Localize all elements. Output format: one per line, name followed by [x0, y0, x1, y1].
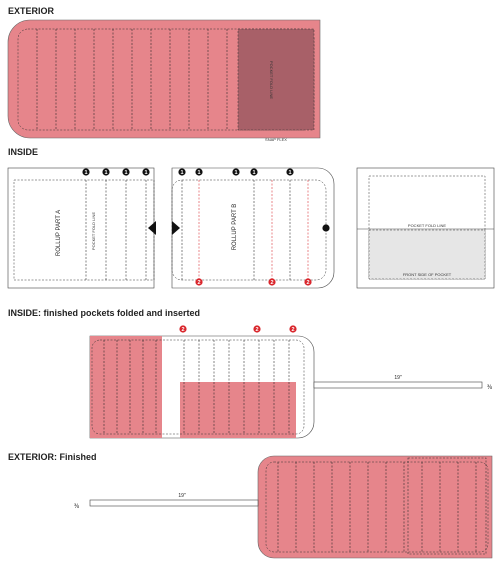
part-b-stitch-lines — [181, 180, 309, 280]
inside-finished-marker-number: 2 — [291, 327, 294, 333]
strap-bottom — [89, 499, 259, 507]
part-b-marker-black-number: 1 — [288, 170, 291, 176]
exterior-finished-pocket-box — [407, 457, 487, 555]
part-b-marker-red-number: 2 — [197, 280, 200, 286]
front-side-of-pocket-label: FRONT SIDE OF POCKET — [403, 272, 452, 277]
exterior-heading: EXTERIOR — [8, 6, 55, 16]
part-a-join-notch — [148, 221, 156, 235]
inside-heading: INSIDE — [8, 147, 38, 157]
snap-flex-label: SNAP FLEX — [265, 137, 287, 142]
exterior-finished-stitch-lines — [277, 462, 477, 552]
part-a-marker-number: 1 — [144, 170, 147, 176]
part-b-markers: 1 1 1 1 1 2 2 2 — [178, 168, 312, 286]
part-b-join-notch — [172, 221, 180, 235]
part-b-marker-black-circle — [232, 168, 240, 176]
inside-finished-assembly: 2 2 2 19" ⅜ — [89, 325, 493, 439]
part-a-marker-number: 1 — [124, 170, 127, 176]
strap-top-length: 19" — [394, 375, 402, 381]
part-b-marker-black-number: 1 — [252, 170, 255, 176]
part-a-outline — [7, 167, 155, 289]
part-b-marker-red-circle — [195, 278, 203, 286]
rollup-part-b: ROLLUP PART B 1 1 1 1 1 2 2 2 — [171, 167, 335, 289]
part-b-marker-red-circle — [268, 278, 276, 286]
exterior-stitch-outline — [17, 28, 315, 131]
part-a-marker-circle — [122, 168, 130, 176]
part-b-outline — [171, 167, 335, 289]
inside-finished-right-pocket — [180, 382, 296, 438]
part-b-marker-red-number: 2 — [270, 280, 273, 286]
part-b-marker-black-number: 1 — [197, 170, 200, 176]
part-a-marker-circle — [82, 168, 90, 176]
exterior-stitch-lines — [36, 29, 228, 130]
exterior-pocket-fold-label: POCKET FOLD LINE — [269, 61, 274, 99]
rollup-part-a: ROLLUP PART A POCKET FOLD LINE 1 1 1 1 — [7, 167, 156, 289]
inside-finished-marker-number: 2 — [181, 327, 184, 333]
strap-top — [313, 381, 483, 389]
pocket-front-fill — [369, 230, 485, 279]
part-b-marker-black-number: 1 — [180, 170, 183, 176]
part-b-marker-black-circle — [250, 168, 258, 176]
exterior-pocket-outline — [237, 28, 315, 131]
part-b-marker-red-number: 2 — [306, 280, 309, 286]
part-a-title: ROLLUP PART A — [56, 210, 62, 256]
inside-finished-left-pocket — [90, 336, 162, 438]
strap-top-width: ⅜ — [487, 385, 493, 391]
part-b-marker-black-circle — [178, 168, 186, 176]
part-b-marker-black-circle — [286, 168, 294, 176]
inside-finished-stitch-outline — [91, 339, 305, 435]
exterior-pocket-texture — [238, 29, 314, 130]
part-a-marker-number: 1 — [104, 170, 107, 176]
inside-finished-marker-circle — [179, 325, 187, 333]
strap-bottom-width: ⅜ — [74, 504, 80, 510]
part-a-markers: 1 1 1 1 — [82, 168, 150, 176]
inside-finished-marker-number: 2 — [255, 327, 258, 333]
inside-finished-stitch-lines — [103, 340, 290, 434]
pocket-fold-label: POCKET FOLD LINE — [408, 223, 446, 228]
strap-bottom-length: 19" — [178, 493, 186, 499]
exterior-finished-stitch-outline — [265, 461, 489, 553]
inside-finished-heading: INSIDE: finished pockets folded and inse… — [8, 308, 200, 318]
exterior-finished-fabric — [257, 455, 493, 559]
snap-dot — [322, 224, 330, 232]
inside-finished-markers: 2 2 2 — [179, 325, 297, 333]
part-a-marker-number: 1 — [84, 170, 87, 176]
pocket-piece: POCKET FOLD LINE FRONT SIDE OF POCKET — [356, 167, 495, 289]
part-b-marker-red-circle — [304, 278, 312, 286]
part-b-marker-black-number: 1 — [234, 170, 237, 176]
part-a-pocket-fold-label: POCKET FOLD LINE — [91, 212, 96, 250]
part-b-marker-black-circle — [195, 168, 203, 176]
part-b-title: ROLLUP PART B — [232, 204, 238, 251]
part-a-marker-circle — [142, 168, 150, 176]
inside-finished-marker-circle — [253, 325, 261, 333]
part-a-marker-circle — [102, 168, 110, 176]
inside-finished-marker-circle — [289, 325, 297, 333]
pocket-front-outline — [368, 229, 486, 280]
exterior-finished-assembly: 19" ⅜ — [74, 455, 493, 559]
exterior-finished-heading: EXTERIOR: Finished — [8, 452, 97, 462]
exterior-panel: POCKET FOLD LINE SNAP FLEX — [7, 19, 321, 142]
part-a-stitch-lines — [85, 180, 147, 280]
